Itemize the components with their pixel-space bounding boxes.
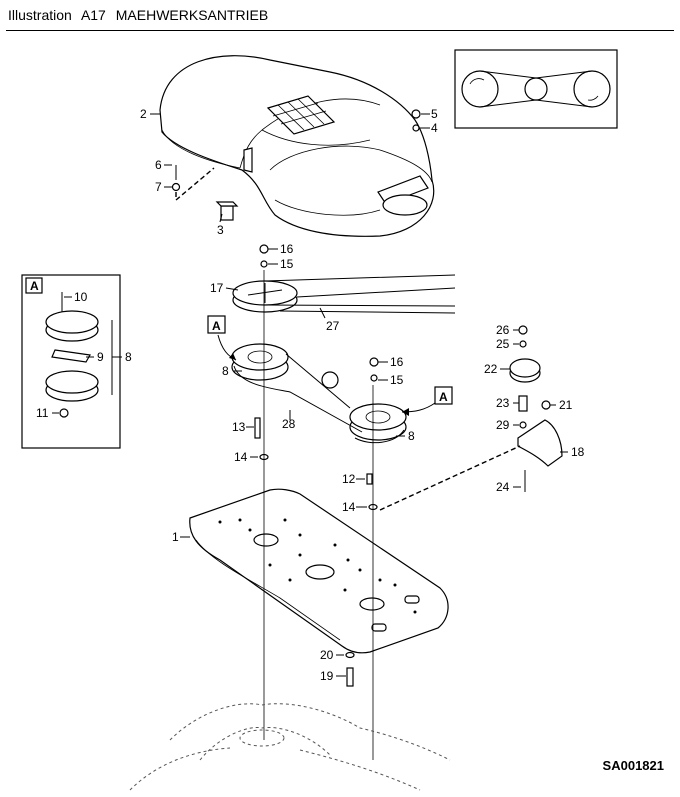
timing-gear-right: [349, 403, 407, 441]
timing-gear-left: [231, 343, 289, 381]
header-title: MAEHWERKSANTRIEB: [115, 7, 269, 23]
callout-28: 28: [282, 417, 296, 431]
drive-belt: [264, 274, 456, 314]
detail-box-a: [21, 274, 122, 449]
callout-18: 18: [571, 445, 585, 459]
detail-marker-left: A: [212, 319, 221, 333]
gear-fasteners: [254, 357, 379, 511]
callout-6: 6: [155, 158, 162, 172]
callout-15-right: 15: [390, 373, 404, 387]
detail-marker-left-box: [207, 315, 226, 334]
callout-25: 25: [496, 337, 510, 351]
callout-8-right: 8: [408, 429, 415, 443]
callout-5: 5: [431, 107, 438, 121]
callout-20: 20: [320, 648, 334, 662]
base-plate: [189, 488, 449, 654]
detail-marker-right-box: [434, 386, 453, 405]
callout-22: 22: [484, 362, 498, 376]
assembly-axes: [263, 270, 374, 760]
callout-17: 17: [210, 281, 224, 295]
callout-7: 7: [155, 180, 162, 194]
belt-routing-inset: [454, 49, 618, 129]
mower-cover: [159, 55, 435, 237]
cover-vent-grille: [266, 95, 336, 135]
callout-12: 12: [342, 472, 356, 486]
callout-24: 24: [496, 480, 510, 494]
page-header: Illustration A17 MAEHWERKSANTRIEB: [8, 7, 274, 23]
detail-marker-inset: A: [30, 279, 39, 293]
callout-13: 13: [232, 420, 246, 434]
callout-27: 27: [326, 319, 340, 333]
header-rule: [6, 30, 674, 31]
callout-8-left: 8: [222, 364, 229, 378]
detail-arrows: [217, 334, 436, 416]
cutter-deck-outline: [129, 703, 451, 791]
cover-fasteners: [171, 109, 430, 221]
callout-4: 4: [431, 121, 438, 135]
callout-16-right: 16: [390, 355, 404, 369]
callout-2: 2: [140, 107, 147, 121]
header-code: A17: [80, 7, 106, 23]
callout-8-inset: 8: [125, 350, 132, 364]
callout-16-top: 16: [280, 242, 294, 256]
callout-14-left: 14: [234, 450, 248, 464]
callout-1: 1: [172, 530, 179, 544]
timing-belt: [233, 353, 405, 444]
callout-3: 3: [217, 223, 224, 237]
callout-29: 29: [496, 418, 510, 432]
callout-15-top: 15: [280, 257, 294, 271]
leader-lines: [52, 113, 568, 677]
callout-9: 9: [97, 350, 104, 364]
callout-19: 19: [320, 669, 334, 683]
callout-10: 10: [74, 290, 88, 304]
detail-marker-right: A: [439, 390, 448, 404]
spindle-pulley: [232, 244, 298, 313]
bottom-fasteners: [345, 651, 355, 687]
callout-26: 26: [496, 323, 510, 337]
callout-21: 21: [559, 398, 573, 412]
callout-23: 23: [496, 396, 510, 410]
callout-14-right: 14: [342, 500, 356, 514]
tensioner-bracket: [379, 325, 563, 511]
header-prefix: Illustration: [8, 7, 72, 23]
callout-11: 11: [36, 406, 49, 420]
document-code: SA001821: [602, 758, 664, 773]
